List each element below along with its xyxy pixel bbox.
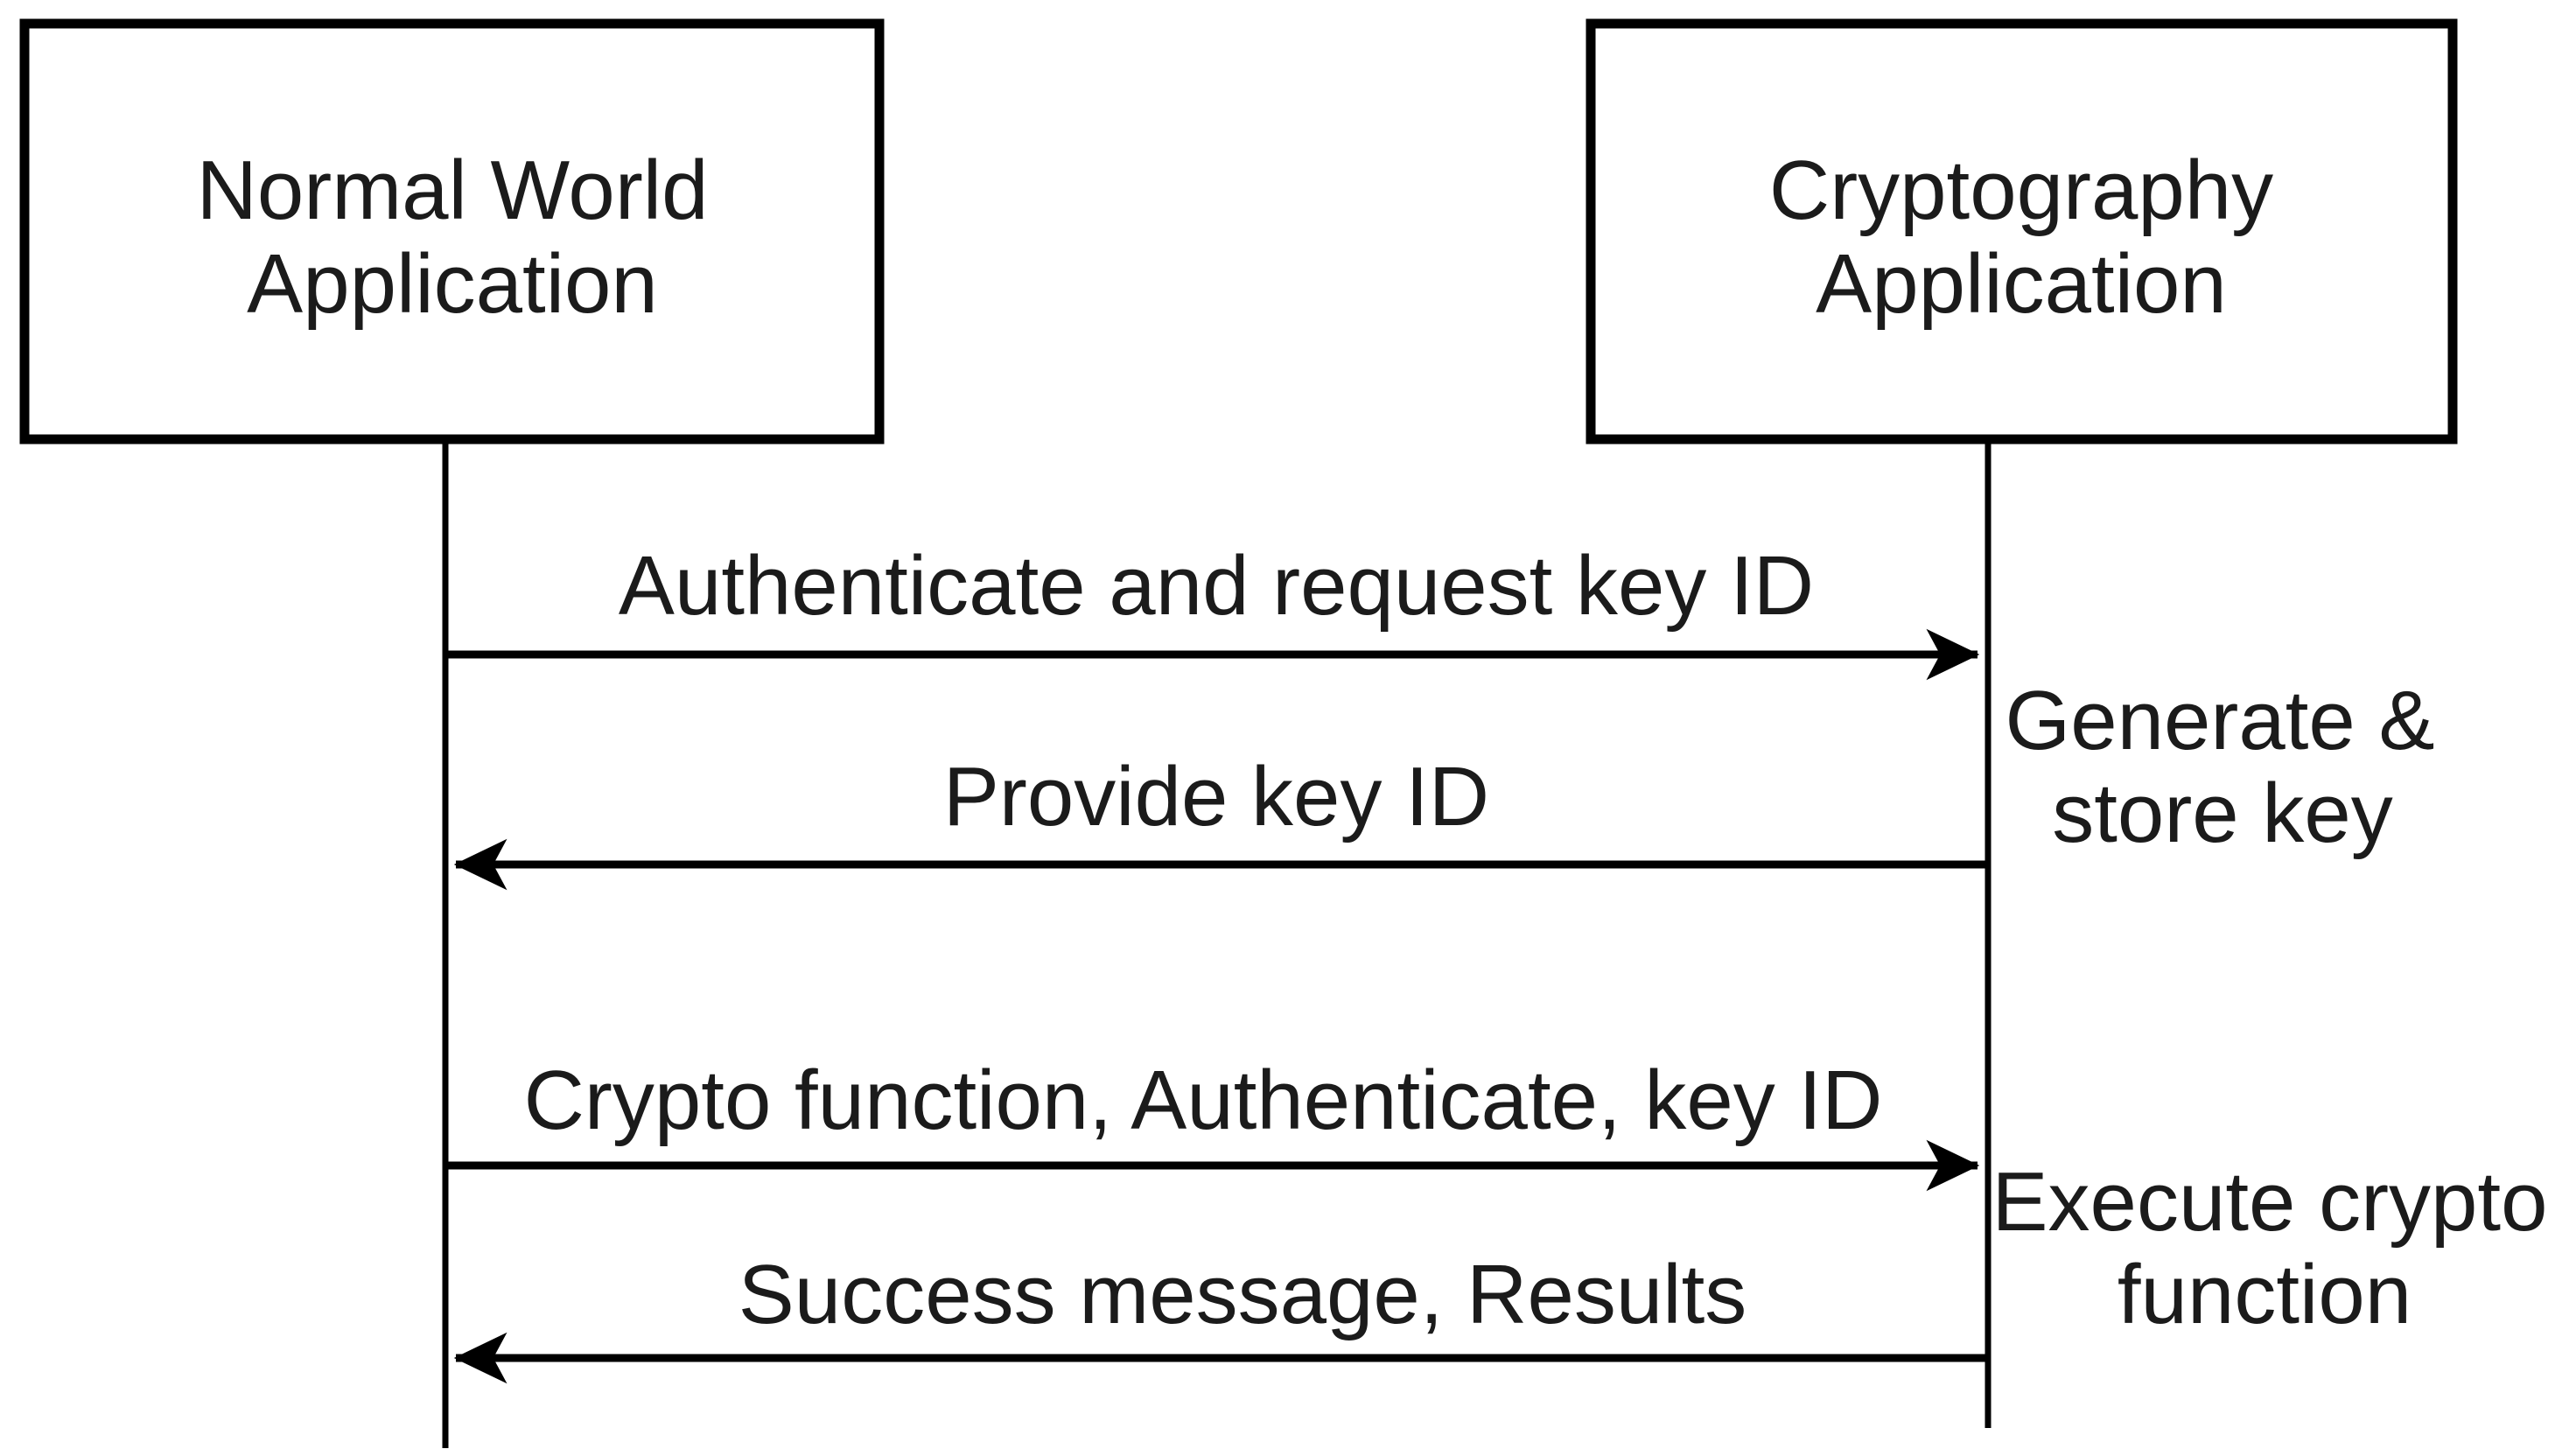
actor-label-normal-world-line1: Normal World <box>197 144 709 237</box>
annotation-generate-store-key-line1: Generate & <box>2006 674 2435 767</box>
message-label-success-message-results: Success message, Results <box>738 1248 1746 1341</box>
annotation-execute-crypto-function-line2: function <box>2118 1248 2412 1341</box>
actor-label-cryptography-line1: Cryptography <box>1769 144 2273 237</box>
message-label-crypto-function-authenticate-key-id: Crypto function, Authenticate, key ID <box>524 1054 1883 1147</box>
actor-box-cryptography <box>1586 18 2458 444</box>
actor-label-cryptography-line2: Application <box>1816 237 2227 331</box>
annotation-execute-crypto-function-line1: Execute crypto <box>1992 1155 2548 1249</box>
message-label-provide-key-id: Provide key ID <box>943 750 1489 844</box>
actor-box-normal-world <box>19 18 885 444</box>
annotation-generate-store-key-line2: store key <box>2052 766 2392 860</box>
actor-label-normal-world-line2: Application <box>247 237 658 331</box>
message-label-authenticate-request-key-id: Authenticate and request key ID <box>619 539 1814 633</box>
